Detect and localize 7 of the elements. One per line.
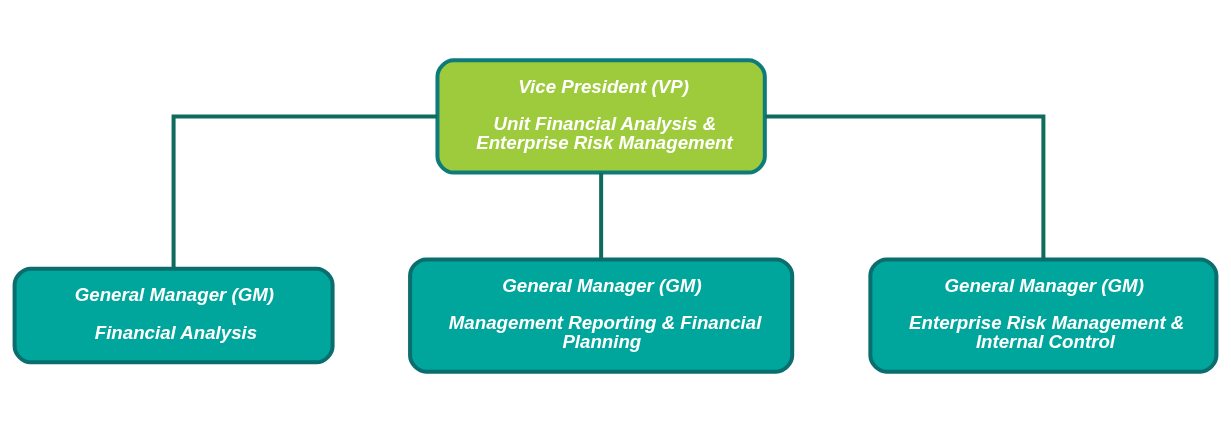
node-box: General Manager (GM) Management Reporting & Financial Planning [408, 257, 795, 374]
connector [171, 114, 438, 269]
node-box: Vice President (VP) Unit Financial Analysis & Enterprise Risk Management [435, 58, 767, 175]
connector [765, 114, 1046, 259]
node-box: General Manager (GM) Enterprise Risk Management & Internal Control [868, 257, 1219, 374]
connector [599, 173, 604, 260]
node-box: General Manager (GM) Financial Analysis [12, 266, 335, 365]
